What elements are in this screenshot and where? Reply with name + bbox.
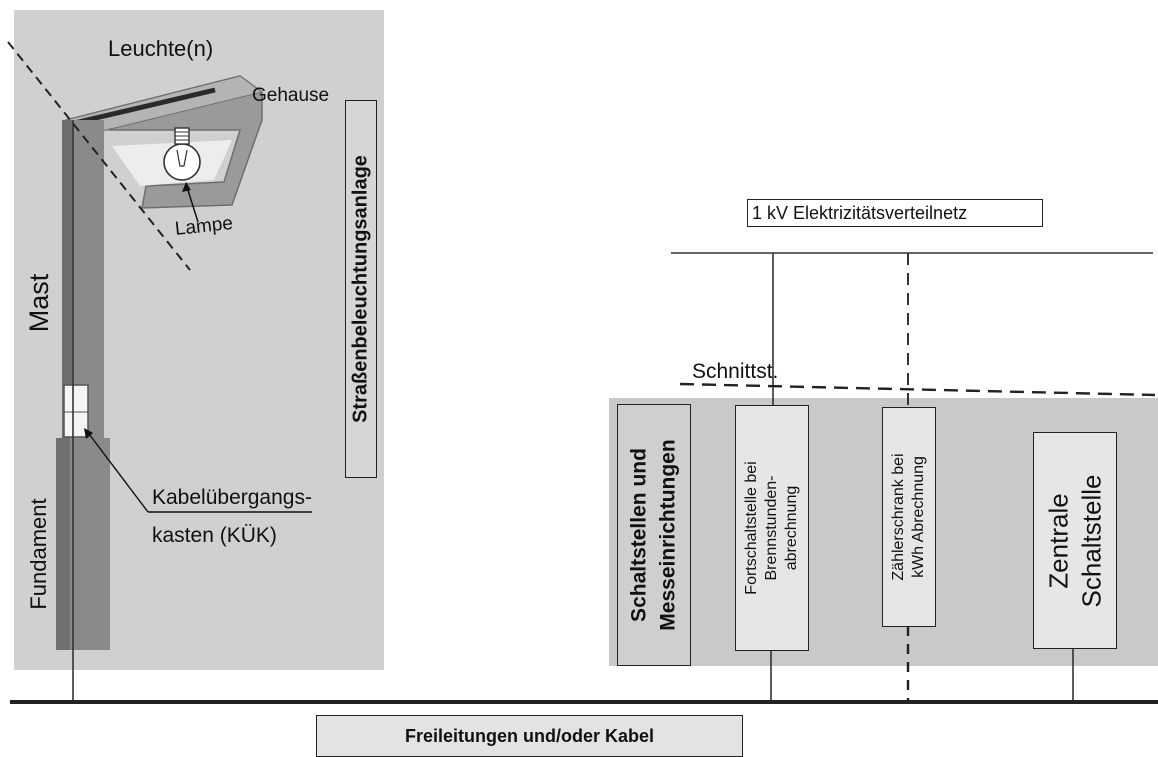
cable-box [63,384,89,438]
foundation-label: Fundament [26,498,51,610]
cable-box-label-line2: kasten (KÜK) [152,524,277,547]
distribution-network-label: 1 kV Elektrizitätsverteilnetz [752,203,968,223]
foundation-left-face [56,438,70,650]
meter-cabinet-label-line2: kWh Abrechnung [910,456,927,578]
meter-cabinet-label-line1: Zählerschrank bei [890,453,907,581]
cable-box-leader [85,429,149,513]
pole-arm [69,87,216,127]
central-switch-label-line2: Schaltstelle [1076,474,1106,607]
switching-section-label-line1: Schaltstellen und [627,448,651,622]
meter-cabinet-box: Zählerschrank bei kWh Abrechnung [882,407,936,627]
lines-cables-label: Freileitungen und/oder Kabel [404,726,655,746]
interface-dashed-line [679,382,1156,397]
lines-cables-box: Freileitungen und/oder Kabel [316,715,743,757]
switching-section-box: Schaltstellen und Messeinrichtungen [617,404,691,666]
street-lighting-system-box: Straßenbeleuchtungsanlage [345,100,377,478]
central-switch-label-line1: Zentrale [1043,492,1074,589]
interface-label: Schnittst. [692,360,779,383]
luminaire-boundary-dashed [7,41,191,271]
luminaire-label: Leuchte(n) [108,36,214,61]
lamp-bulb [163,127,201,181]
cable-box-label-line1: Kabelübergangs- [152,486,312,509]
switching-section-label-line2: Messeinrichtungen [657,439,680,631]
pole-left-face [62,120,72,438]
remote-switch-label-line1: Fortschaltstelle bei [743,461,760,595]
street-lighting-system-label: Straßenbeleuchtungsanlage [349,155,372,423]
remote-switch-label-line2: Brennstunden- [763,475,780,581]
distribution-network-box: 1 kV Elektrizitätsverteilnetz [747,199,1043,227]
remote-switch-box: Fortschaltstelle bei Brennstunden- abrec… [735,405,809,651]
remote-switch-label-line3: abrechnung [783,485,800,571]
housing-label: Gehause [252,85,330,106]
central-switch-box: Zentrale Schaltstelle [1033,432,1117,649]
mast-label: Mast [24,273,54,333]
